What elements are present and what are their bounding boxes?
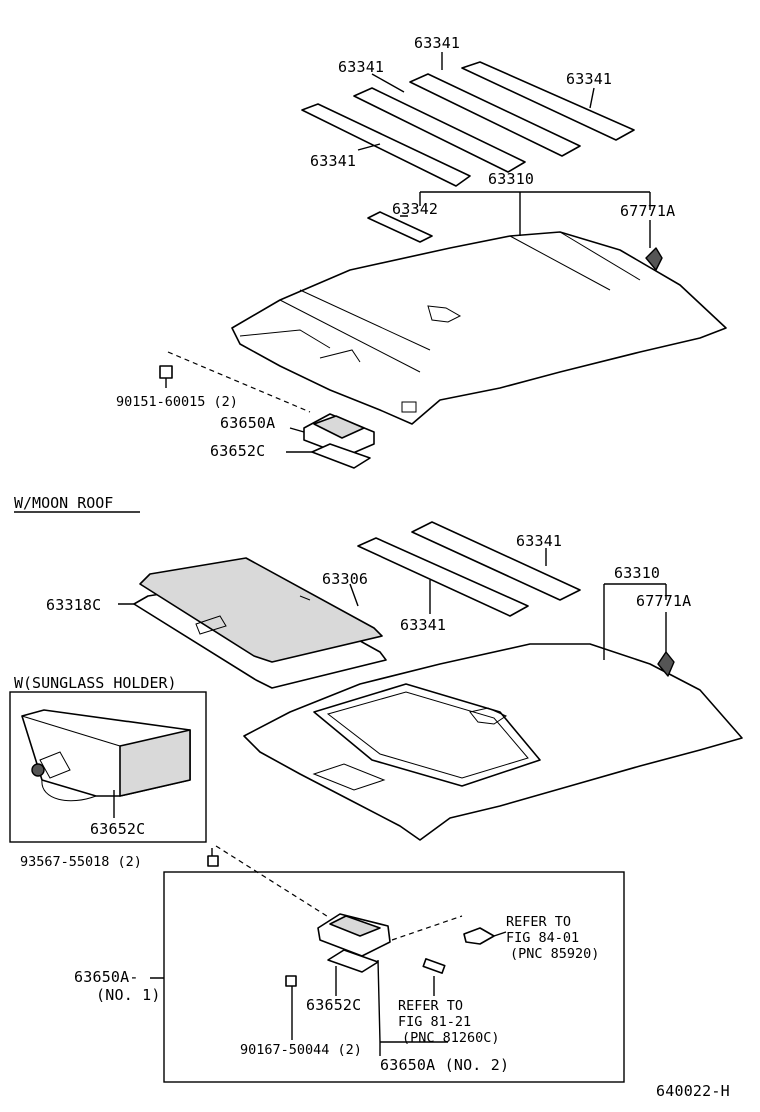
refer2-line1: REFER TO [398,998,463,1014]
label-moonroof-63341-a: 63341 [516,532,562,550]
lamp-base-63652c [311,443,371,469]
sunglass-frame [9,691,207,843]
label-63650a-no1: 63650A- [74,968,139,986]
label-63650a-no2: 63650A (NO. 2) [380,1056,509,1074]
sunglass-clip-icon [31,763,45,777]
headliner-top-detail [239,231,641,373]
headliner-top-notch [401,401,417,413]
sunglass-holder-detail [21,715,121,802]
leader-lines-moonroof [118,548,667,660]
label-lower-63652c: 63652C [306,996,361,1014]
label-moonroof-67771a: 67771A [636,592,691,610]
screw-dash-line [167,351,311,413]
label-63341-e: 63341 [566,70,612,88]
refer2-line3: (PNC 81260C) [402,1030,500,1046]
figure-code: 640022-H [656,1082,730,1100]
lamp-63650a-lens [313,415,365,439]
moonroof-detail [312,707,508,791]
sunglass-holder-box: W(SUNGLASS HOLDER) 63652C [9,674,207,843]
label-63341-a: 63341 [310,152,356,170]
roof-strip-2 [353,87,526,173]
leader-lines-top [286,52,651,453]
switch-dash-line [391,915,463,941]
refer2-line2: FIG 81-21 [398,1014,471,1030]
switch-icon [463,927,495,945]
refer1-line3: (PNC 85920) [510,946,599,962]
sunglass-holder-face [119,729,191,797]
clip-icon [645,247,663,271]
moonroof-strip-1 [357,537,529,617]
label-63342: 63342 [392,200,438,218]
moonroof-opening-inner [326,691,529,779]
moon-roof-title: W/MOON ROOF [14,494,113,512]
label-90167-50044: 90167-50044 (2) [240,1042,362,1058]
headliner-top-opening [427,305,462,323]
lower-section: 93567-55018 (2) 63650A- (NO. 1) 636 [20,845,625,1083]
label-sunglass-63652c: 63652C [90,820,145,838]
screw-icon [159,365,173,388]
sunshade-detail [195,595,311,635]
label-63341-d: 63341 [414,34,460,52]
roof-strip-3 [409,73,581,157]
refer1-line1: REFER TO [506,914,571,930]
label-63650a-no1-sub: (NO. 1) [96,986,161,1004]
refer1-line2: FIG 84-01 [506,930,579,946]
pad-63342 [367,211,433,243]
screw-dash-line-lower [215,845,331,919]
label-63341-c: 63341 [338,58,384,76]
sunshade-63306 [139,557,383,663]
label-63306: 63306 [322,570,368,588]
label-63650a: 63650A [220,414,275,432]
label-63310: 63310 [488,170,534,188]
sunglass-title: W(SUNGLASS HOLDER) [14,674,177,692]
label-90151-60015: 90151-60015 (2) [116,394,238,410]
label-moonroof-63341-b: 63341 [400,616,446,634]
roof-strip-1 [301,103,471,187]
moonroof-strip-2 [411,521,581,601]
moon-roof-section: W/MOON ROOF 63341 63341 63306 63318C 633… [14,494,743,841]
label-63318c: 63318C [46,596,101,614]
clip-icon-moonroof [657,651,675,677]
lamp-detail-frame [163,871,625,1083]
top-section: 63341 63341 63341 63341 63310 63342 6777… [116,34,727,469]
lamp-assy-lens [329,915,381,937]
leader-lines-lower [150,931,507,1056]
screw-icon-lower-top [207,848,219,867]
screw-icon-lower-bottom [285,975,297,996]
label-67771a: 67771A [620,202,675,220]
bulb-icon [422,958,446,974]
label-moonroof-63310: 63310 [614,564,660,582]
label-63652c: 63652C [210,442,265,460]
label-93567-55018: 93567-55018 (2) [20,854,142,870]
headliner-top [231,231,727,425]
roof-strip-4 [461,61,635,141]
